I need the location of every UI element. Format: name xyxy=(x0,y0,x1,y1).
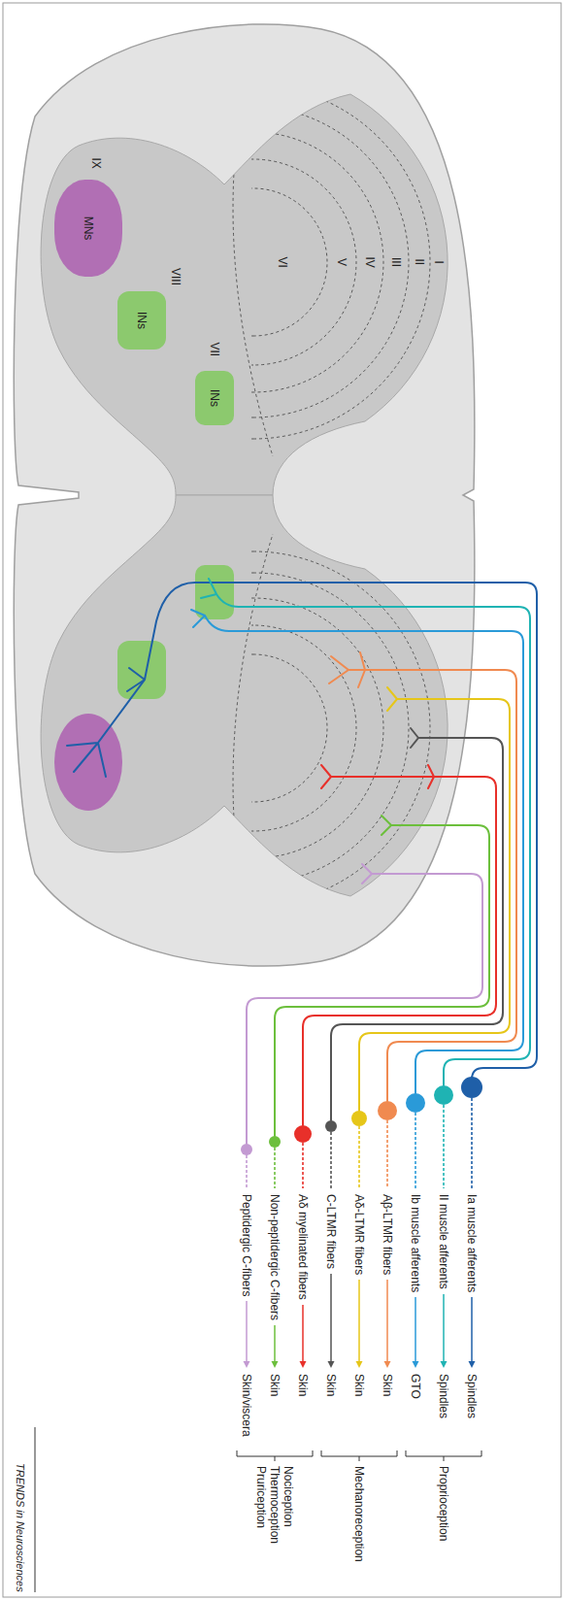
peripheral-axon xyxy=(358,1126,361,1189)
fiber-name: Peptidergic C-fibers xyxy=(239,1194,254,1296)
modality-label: Pruriception xyxy=(254,1465,268,1528)
lamina-number: IX xyxy=(89,158,103,169)
central-axon xyxy=(331,728,503,1121)
central-axon xyxy=(200,578,531,1086)
credit-rule xyxy=(34,1426,36,1593)
peripheral-axon xyxy=(414,1112,417,1189)
lamina-number: I xyxy=(431,261,446,265)
drg-soma xyxy=(405,1093,426,1113)
central-axon xyxy=(246,863,483,1144)
pool-label: INs xyxy=(207,389,222,407)
target-arrow xyxy=(470,1296,473,1362)
mirror-nuclei xyxy=(54,564,234,811)
interneuron-pool: INs xyxy=(195,370,234,426)
modality-label: Thermoception xyxy=(267,1465,282,1544)
peripheral-axon xyxy=(442,1104,445,1189)
drg-soma xyxy=(433,1085,454,1105)
arrow-head xyxy=(356,1360,364,1368)
modality-label: Nociception xyxy=(281,1465,296,1527)
category-brackets xyxy=(236,1450,482,1461)
drg-soma xyxy=(461,1076,483,1098)
target-name: Skin xyxy=(324,1373,338,1396)
peripheral-axon xyxy=(470,1097,473,1189)
modality-label: Mechanoreception xyxy=(352,1465,366,1562)
peripheral-axon xyxy=(245,1155,248,1189)
central-axon xyxy=(359,687,510,1111)
modality-label: Proprioception xyxy=(436,1465,451,1541)
fiber-name: Aδ-LTMR fibers xyxy=(352,1194,366,1275)
arrow-head xyxy=(412,1360,420,1368)
central-axon xyxy=(66,582,537,1080)
pool-label: INs xyxy=(134,311,149,330)
lamina-number: VII xyxy=(207,342,222,358)
motor-neuron-pool: MNs xyxy=(54,179,123,277)
target-name: Spindles xyxy=(464,1373,479,1419)
target-name: Skin xyxy=(296,1373,310,1396)
lamina-number: V xyxy=(334,258,349,266)
drg-soma xyxy=(294,1125,312,1143)
drg-soma xyxy=(351,1110,367,1127)
target-name: Skin xyxy=(352,1373,366,1396)
target-arrow xyxy=(386,1279,389,1362)
arrow-head xyxy=(271,1360,279,1368)
fiber-name: Ib muscle afferents xyxy=(408,1194,423,1293)
fiber-name: C-LTMR fibers xyxy=(324,1194,338,1269)
fiber-name: Aδ myelinated fibers xyxy=(296,1194,310,1300)
target-name: Skin xyxy=(380,1373,395,1396)
laminae-boundaries xyxy=(76,85,431,457)
fiber-name: Aβ-LTMR fibers xyxy=(380,1194,395,1275)
fiber-name: II muscle afferents xyxy=(436,1194,451,1290)
peripheral-axon xyxy=(330,1131,332,1189)
arrow-head xyxy=(468,1360,476,1368)
target-arrow xyxy=(301,1304,304,1362)
pool-label: MNs xyxy=(81,216,96,241)
fiber-name: Non-peptidergic C-fibers xyxy=(267,1194,282,1321)
target-arrow xyxy=(358,1279,361,1362)
arrow-head xyxy=(384,1360,392,1368)
drg-soma xyxy=(377,1100,398,1121)
peripheral-axon xyxy=(301,1142,304,1189)
target-name: Skin xyxy=(267,1373,282,1396)
peripheral-axon xyxy=(386,1120,389,1189)
arrow-head xyxy=(243,1360,251,1368)
arrow-head xyxy=(299,1360,307,1368)
laminae-boundaries-right xyxy=(76,533,431,905)
arrow-head xyxy=(440,1360,448,1368)
target-arrow xyxy=(442,1293,445,1362)
drg-soma xyxy=(240,1143,253,1156)
target-name: GTO xyxy=(408,1373,423,1399)
peripheral-axon xyxy=(273,1147,276,1189)
target-name: Skin/viscera xyxy=(239,1373,254,1437)
target-arrow xyxy=(414,1296,417,1362)
fiber-name: Ia muscle afferents xyxy=(464,1194,479,1293)
central-axon xyxy=(191,609,524,1094)
target-name: Spindles xyxy=(436,1373,451,1419)
central-axon xyxy=(302,764,497,1126)
afferent-fibers xyxy=(66,578,537,1368)
interneuron-pool: INs xyxy=(117,291,166,350)
lamina-number: III xyxy=(389,257,403,267)
lamina-number: VI xyxy=(275,257,290,268)
journal-credit: TRENDS in Neurosciences xyxy=(13,1462,28,1593)
lamina-number: VIII xyxy=(168,267,183,286)
arrow-head xyxy=(328,1360,335,1368)
drg-soma xyxy=(268,1135,281,1148)
lamina-number: IV xyxy=(363,257,377,268)
target-arrow xyxy=(330,1273,332,1362)
drg-soma xyxy=(325,1120,337,1132)
central-axon xyxy=(274,815,490,1136)
target-arrow xyxy=(273,1325,276,1362)
lamina-number: II xyxy=(412,259,427,266)
target-arrow xyxy=(245,1300,248,1362)
